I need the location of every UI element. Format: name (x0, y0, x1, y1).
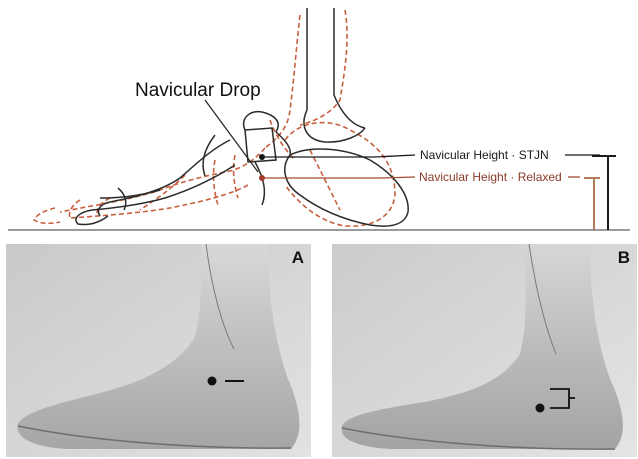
navicular-marker-dot (536, 404, 545, 413)
panel-label-b: B (618, 248, 630, 268)
stjn-height-bracket (592, 156, 616, 230)
title-pointer-line (205, 100, 258, 172)
foot-photo-a-image (6, 244, 311, 457)
relaxed-height-bracket (584, 178, 600, 230)
stjn-skeleton-outline (76, 8, 408, 226)
relaxed-leader-line (262, 177, 415, 178)
foot-photo-b-image (332, 244, 637, 457)
navicular-height-stjn-label: Navicular Height · STJN (420, 148, 549, 162)
foot-skeleton-diagram (0, 0, 638, 240)
navicular-drop-title: Navicular Drop (135, 80, 261, 102)
navicular-marker-dot (208, 377, 217, 386)
panel-label-a: A (292, 248, 304, 268)
foot-photo-a: A (6, 244, 311, 457)
foot-photo-b: B (332, 244, 637, 457)
navicular-height-relaxed-label: Navicular Height · Relaxed (419, 170, 562, 184)
stjn-leader-line (262, 155, 415, 157)
relaxed-skeleton-outline (34, 10, 395, 226)
